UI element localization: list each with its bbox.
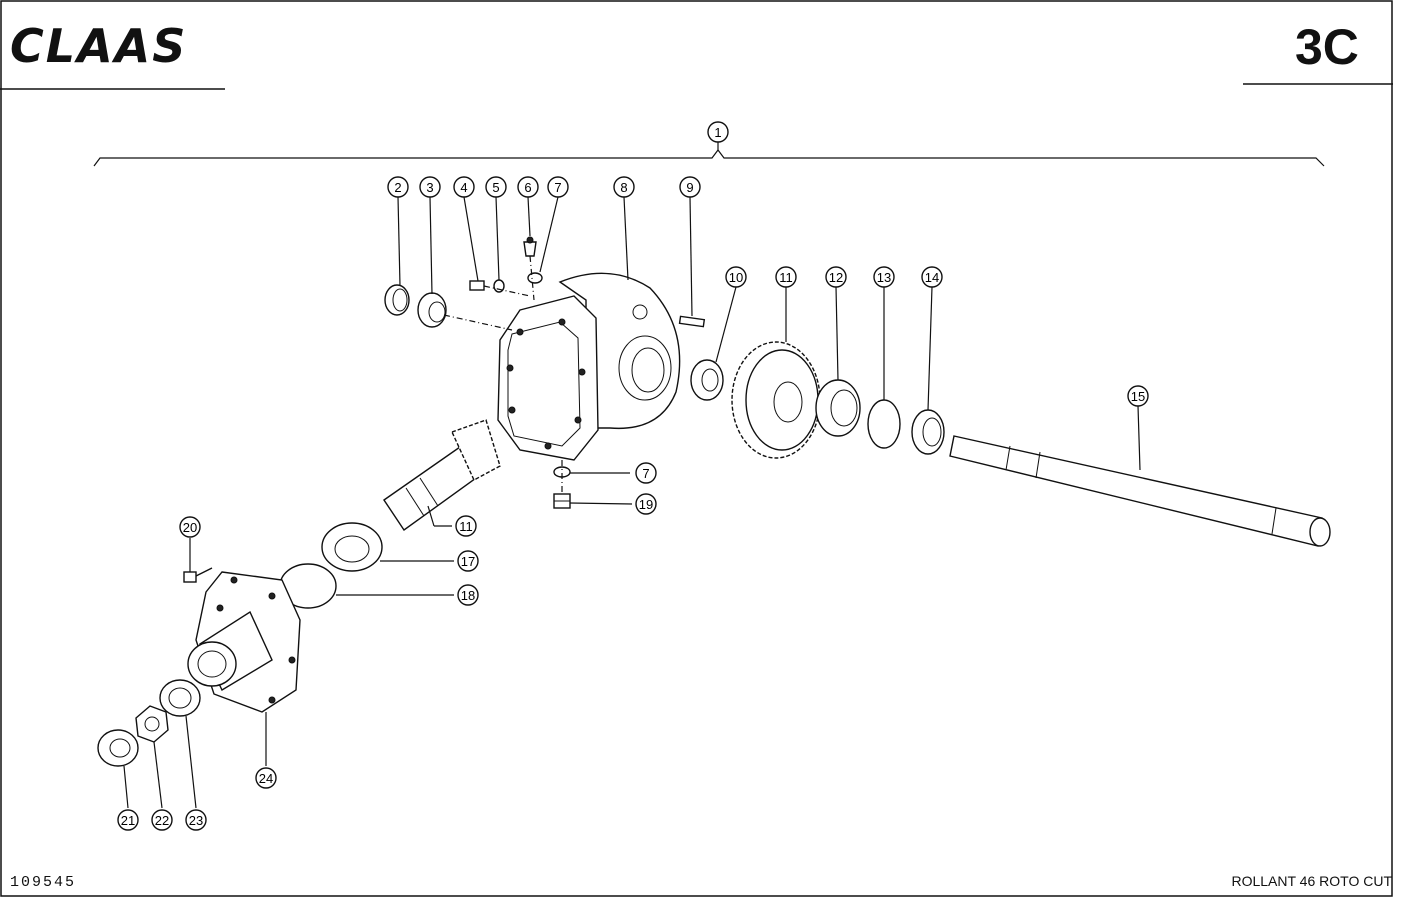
part-hex-nut [135,705,169,743]
callout-19: 19 [635,493,657,515]
part-output-bearing [159,679,201,717]
callout-label: 22 [155,813,169,828]
part-cap [384,284,410,316]
part-gear-housing [497,272,681,461]
callout-label: 1 [714,125,721,140]
part-drain-plug [553,493,571,509]
callout-14: 14 [921,266,943,288]
callout-24: 24 [255,767,277,789]
part-pinion-shaft [383,419,501,531]
alignment-lines [443,255,563,494]
callout-8: 8 [613,176,635,198]
part-bearing-medium [815,379,861,437]
model-title: ROLLANT 46 ROTO CUT [1231,873,1392,889]
callout-label: 14 [925,270,939,285]
callout-label: 6 [524,180,531,195]
callout-20: 20 [179,516,201,538]
callout-label: 9 [686,180,693,195]
callout-6: 6 [517,176,539,198]
callout-23: 23 [185,809,207,831]
callout-leaders [123,196,1141,809]
callout-13: 13 [873,266,895,288]
callout-label: 15 [1131,389,1145,404]
callout-label: 13 [877,270,891,285]
callout-label: 2 [394,180,401,195]
callout-1: 1 [707,121,729,143]
callout-label: 17 [461,554,475,569]
callout-label: 11 [459,519,473,534]
callout-label: 20 [183,520,197,535]
callout-3: 3 [419,176,441,198]
part-thrust-washer [97,729,139,767]
callout-label: 5 [492,180,499,195]
callout-4: 4 [453,176,475,198]
callout-label: 24 [259,771,273,786]
callout-label: 23 [189,813,203,828]
part-drive-shaft [949,435,1331,547]
callout-2: 2 [387,176,409,198]
part-bolt [469,280,485,291]
callout-label: 10 [729,270,743,285]
part-flange-housing [187,571,301,713]
part-slotted-nut [690,359,724,401]
callout-label: 12 [829,270,843,285]
callout-label: 11 [779,270,793,285]
callout-21: 21 [117,809,139,831]
callout-label: 4 [460,180,467,195]
callout-10: 10 [725,266,747,288]
sheet-code: 3C [1295,19,1359,75]
part-crown-gear [731,341,821,459]
callout-label: 7 [554,180,561,195]
claas-logo: CLAAS [10,19,187,73]
callout-15: 15 [1127,385,1149,407]
part-bearing-small [417,292,447,328]
callout-18: 18 [457,584,479,606]
part-shim-ring [867,399,901,449]
callout-17: 17 [457,550,479,572]
callout-22: 22 [151,809,173,831]
part-flange-bolt [183,567,213,583]
callout-7-top: 7 [547,176,569,198]
callout-11-gear: 11 [775,266,797,288]
callout-5: 5 [485,176,507,198]
callout-11-pinion: 11 [455,515,477,537]
callout-label: 3 [426,180,433,195]
callout-label: 8 [620,180,627,195]
callout-label: 19 [639,497,653,512]
part-grease-nipple [523,236,537,257]
part-bearing-large [321,522,383,572]
callout-12: 12 [825,266,847,288]
part-seal [911,409,945,455]
callout-label: 7 [642,466,649,481]
callout-label: 21 [121,813,135,828]
part-pin [678,315,706,328]
callout-markers: 1 2 3 4 5 6 7 8 9 10 11 12 13 14 15 7 19… [117,121,1149,831]
drawing-number: 109545 [10,874,76,891]
callout-7-bottom: 7 [635,462,657,484]
callout-9: 9 [679,176,701,198]
assembly-brace [93,149,1325,167]
callout-label: 18 [461,588,475,603]
part-oring-top [527,272,543,284]
